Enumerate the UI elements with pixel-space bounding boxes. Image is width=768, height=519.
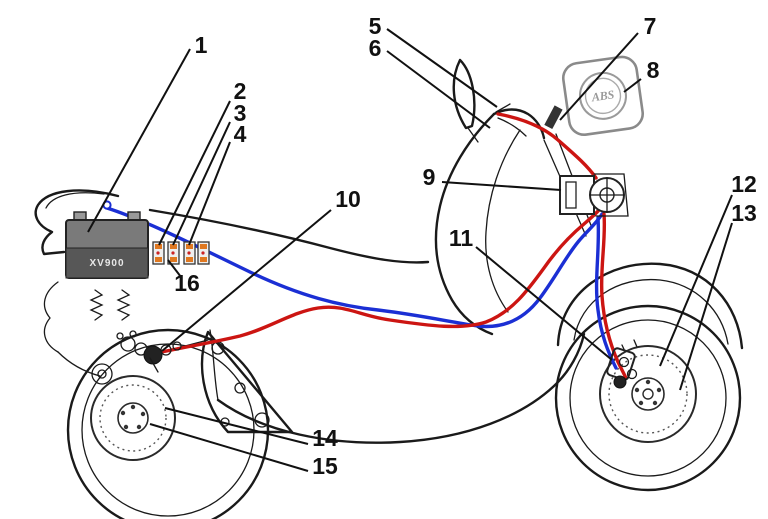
battery-label: XV900 xyxy=(89,258,124,269)
front-fender xyxy=(556,262,744,350)
mirror xyxy=(452,58,476,130)
wiring-and-hoses xyxy=(102,112,628,380)
bodywork-outline xyxy=(34,58,744,444)
callout-12: 12 xyxy=(731,171,757,197)
callout-11: 11 xyxy=(449,225,474,251)
red-hose-rear xyxy=(150,204,604,356)
callout-leaders xyxy=(87,28,733,472)
abs-badge: ABS xyxy=(561,55,644,137)
callout-2: 2 xyxy=(234,78,247,104)
callout-6: 6 xyxy=(369,35,382,61)
abs-badge-label: ABS xyxy=(590,87,616,104)
front-brake-disc xyxy=(599,345,697,443)
blue-wire-front-sensor xyxy=(594,216,618,370)
callout-16: 16 xyxy=(174,270,200,296)
callout-3: 3 xyxy=(234,100,247,126)
callout-4: 4 xyxy=(234,121,247,147)
front-wheel xyxy=(554,304,742,492)
callout-15: 15 xyxy=(312,453,338,479)
callout-10: 10 xyxy=(335,186,361,212)
blue-wire-battery-to-modulator xyxy=(105,206,604,329)
rear-brake-caliper xyxy=(116,330,182,373)
rear-brake-disc xyxy=(90,375,176,461)
battery: XV900 xyxy=(65,211,149,279)
callout-1: 1 xyxy=(195,32,208,58)
fuse-box xyxy=(152,241,210,265)
callout-9: 9 xyxy=(423,164,436,190)
callout-14: 14 xyxy=(312,425,338,451)
callout-7: 7 xyxy=(644,13,657,39)
hose-connector xyxy=(544,105,563,130)
red-hose-front xyxy=(599,212,628,380)
callout-numbers: 1 2 3 4 5 6 7 8 9 10 11 12 13 14 15 16 xyxy=(174,13,757,479)
callout-8: 8 xyxy=(647,57,660,83)
front-brake-caliper xyxy=(606,347,638,389)
red-hose-master-cylinder xyxy=(496,112,598,180)
callout-13: 13 xyxy=(731,200,757,226)
abs-modulator xyxy=(559,173,629,217)
callout-5: 5 xyxy=(369,13,382,39)
